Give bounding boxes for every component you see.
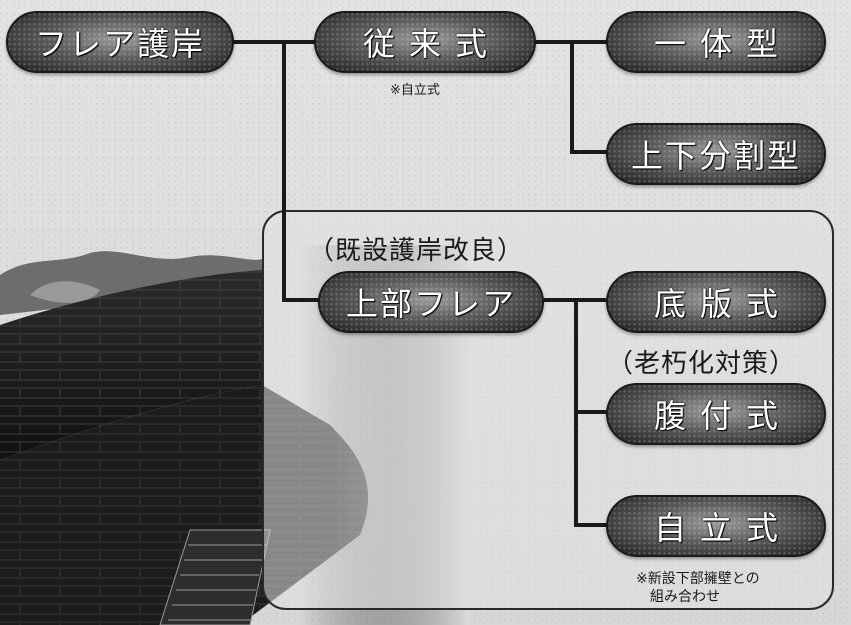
node-belly-attached: 腹付式 <box>606 383 826 445</box>
node-flare-revetment: フレア護岸 <box>6 11 234 73</box>
self-standing-note-line2: 組み合わせ <box>650 589 720 605</box>
node-traditional: 従来式 <box>314 11 536 73</box>
node-self-standing: 自立式 <box>606 495 826 557</box>
line-traditional-to-split <box>570 40 608 154</box>
aging-countermeasure-label: （老朽化対策） <box>607 349 797 379</box>
node-one-piece: 一体型 <box>606 11 826 73</box>
node-upper-flare: 上部フレア <box>318 271 544 333</box>
existing-improvement-label: （既設護岸改良） <box>308 236 525 266</box>
self-standing-note-line1: ※新設下部擁壁との <box>636 571 760 587</box>
traditional-note: ※自立式 <box>390 83 440 98</box>
self-standing-note: ※新設下部擁壁との 組み合わせ <box>636 570 836 606</box>
node-split-type: 上下分割型 <box>606 123 826 185</box>
node-base-slab: 底版式 <box>606 271 826 333</box>
